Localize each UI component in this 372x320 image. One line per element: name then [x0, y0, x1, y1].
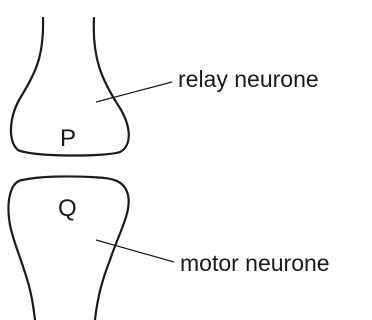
relay-leader-line — [95, 81, 173, 103]
motor-leader-line — [95, 239, 175, 263]
motor-neurone-outline — [7, 175, 130, 320]
relay-neurone-outline — [9, 16, 130, 157]
relay-neurone-label: relay neurone — [178, 66, 319, 92]
label-p: P — [60, 125, 76, 152]
motor-neurone-label: motor neurone — [180, 250, 330, 276]
label-q: Q — [58, 195, 77, 222]
